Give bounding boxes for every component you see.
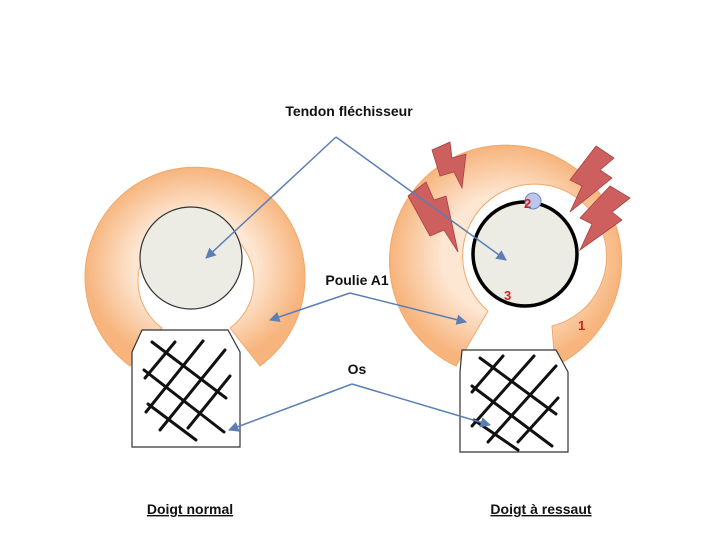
bone-left	[131, 329, 241, 448]
caption-normal-finger: Doigt normal	[147, 501, 233, 517]
label-tendon-group: Tendon fléchisseur	[205, 103, 507, 261]
arrow-pulley-left	[269, 292, 351, 322]
lightning-bolt-icon	[431, 141, 467, 190]
marker-3: 3	[504, 288, 511, 303]
lightning-bolt-icon	[569, 145, 615, 213]
tendon-nodule	[524, 192, 542, 210]
tendon-right	[471, 200, 579, 308]
arrow-bone-right	[351, 383, 492, 428]
arrow-tendon-left	[205, 136, 337, 259]
normal-finger-group	[84, 166, 306, 448]
label-pulley-group: Poulie A1	[269, 272, 468, 325]
lightning-bolt-icon	[579, 185, 631, 252]
marker-1: 1	[578, 318, 585, 333]
bone-right	[459, 349, 569, 453]
caption-trigger-finger: Doigt à ressaut	[490, 501, 591, 517]
arrow-bone-left	[228, 383, 353, 432]
marker-2: 2	[524, 196, 531, 211]
lightning-bolt-icon	[407, 181, 459, 253]
pulley-right	[389, 144, 622, 367]
arrow-tendon-right	[335, 136, 507, 261]
label-bone: Os	[348, 361, 367, 377]
label-tendon: Tendon fléchisseur	[285, 103, 413, 119]
label-pulley: Poulie A1	[325, 272, 388, 288]
tendon-left	[139, 206, 243, 310]
arrow-pulley-right	[349, 292, 468, 325]
label-bone-group: Os	[228, 361, 492, 432]
